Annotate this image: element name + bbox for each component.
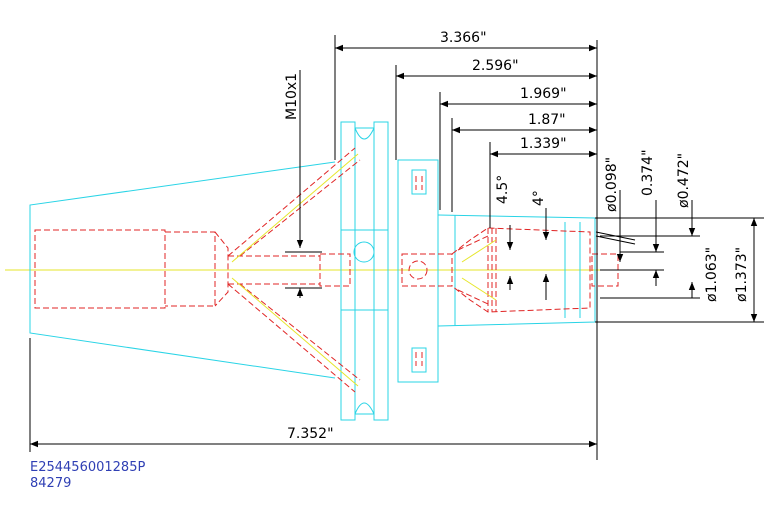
angle-45: 4.5° [495,175,511,204]
dim-1339: 1.339" [520,136,567,152]
dim-overall: 7.352" [287,426,334,442]
thread-label: M10x1 [284,73,300,120]
dim-0374: 0.374" [640,149,656,196]
construction-lines [231,153,497,387]
angle-4: 4° [531,190,547,206]
dia-0098: ø0.098" [604,157,620,212]
dia-1373: ø1.373" [734,247,750,302]
dia-1063: ø1.063" [704,247,720,302]
part-code-line1: E254456001285P [30,460,146,475]
part-code: E254456001285P 84279 [30,460,145,492]
dim-2596: 2.596" [472,58,519,74]
hidden-lines [34,147,619,393]
dim-1969: 1.969" [520,86,567,102]
part-outline [29,121,596,421]
dim-3366: 3.366" [440,30,487,46]
dim-187: 1.87" [528,112,566,128]
part-code-line2: 84279 [30,476,72,491]
dimension-lines [29,35,764,460]
dia-0472: ø0.472" [676,153,692,208]
